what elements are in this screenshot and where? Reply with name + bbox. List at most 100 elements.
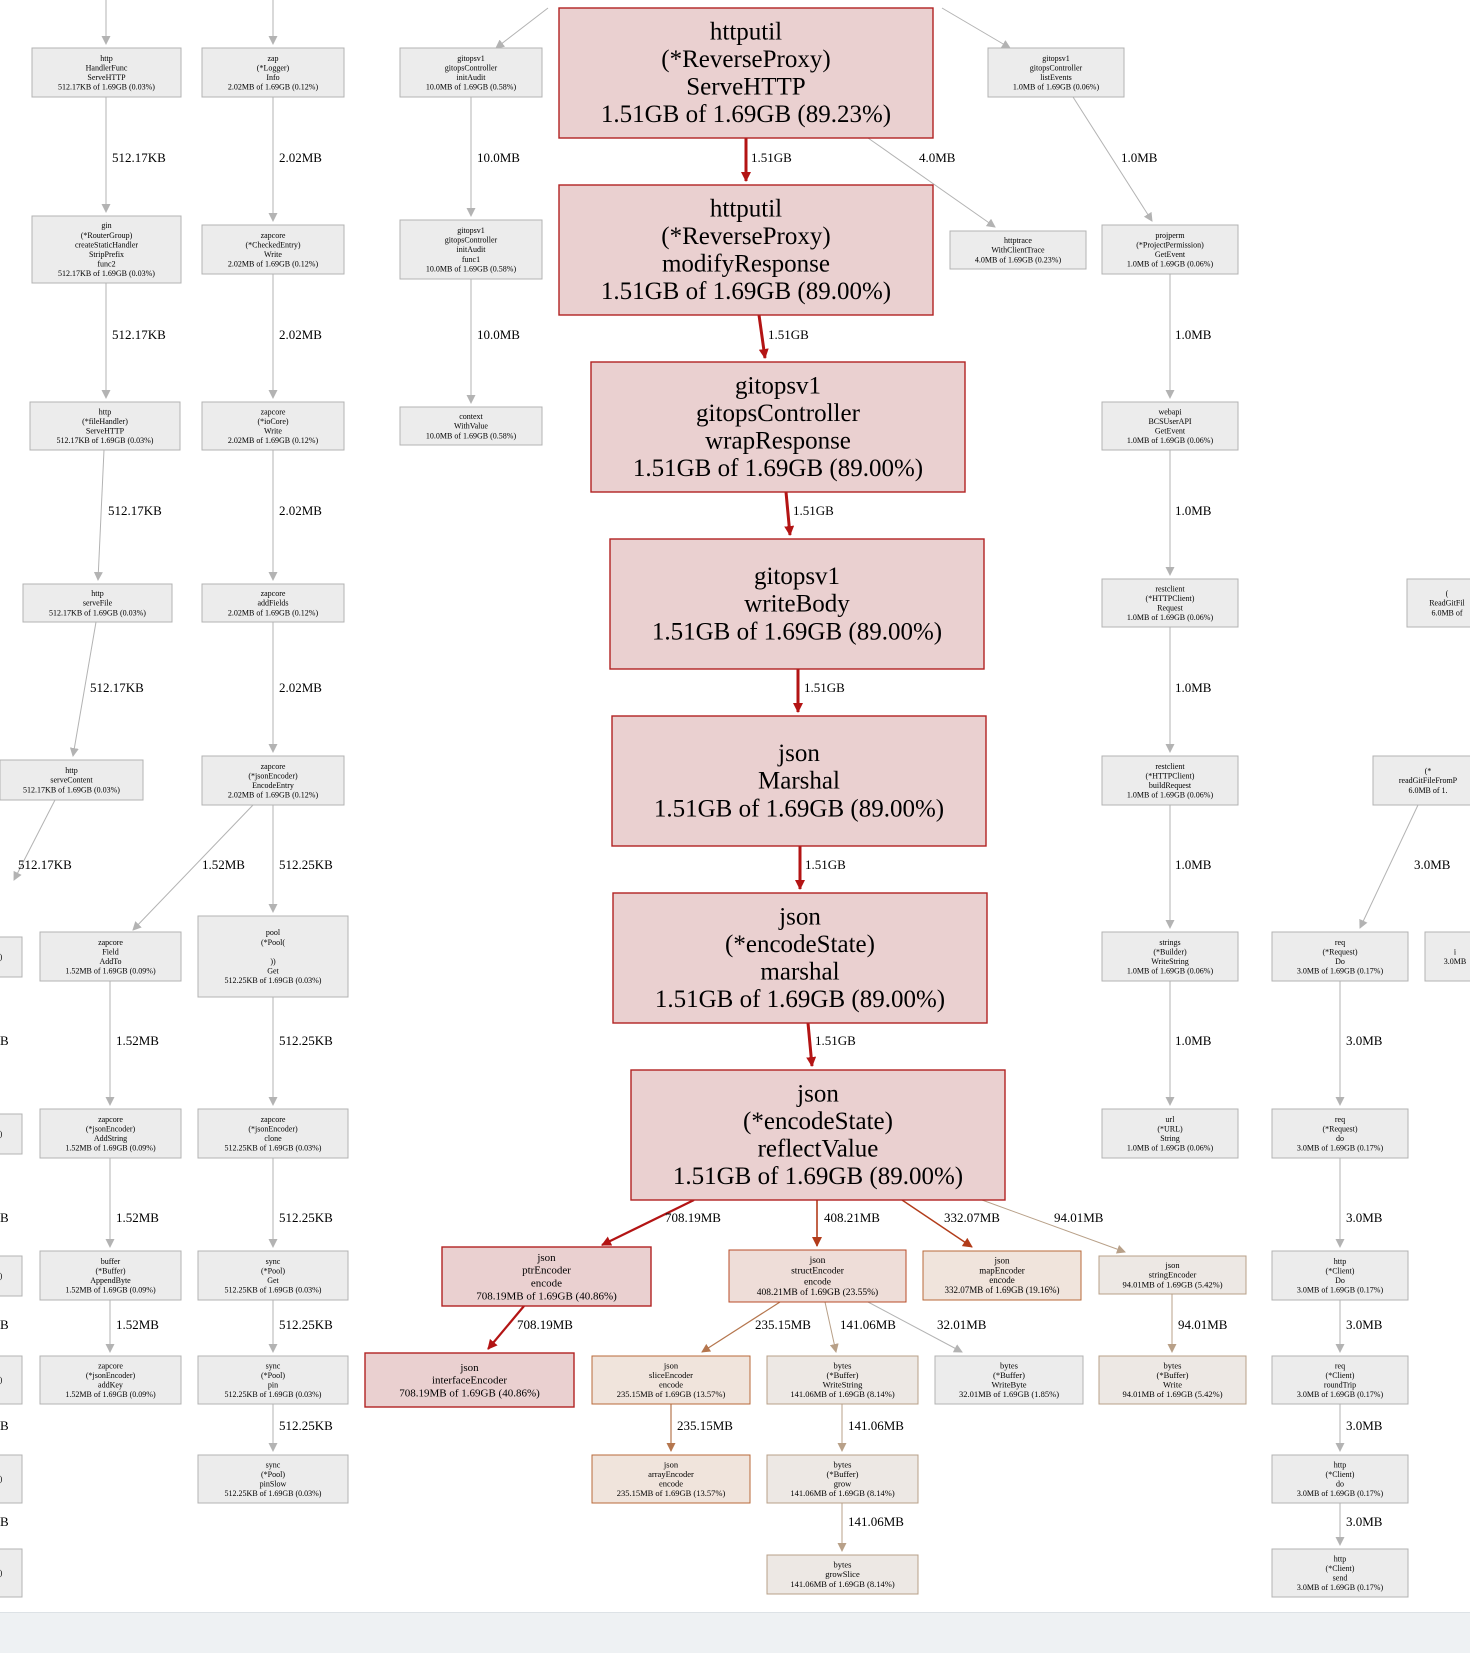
edge-label: 512.25KB: [279, 857, 333, 872]
node-label-line: buffer: [101, 1257, 121, 1266]
node-label-line: encode: [804, 1277, 831, 1287]
node-box: [590, 361, 966, 493]
node-box: [441, 1246, 652, 1307]
node-box: [1101, 1108, 1239, 1159]
node-label-line: 2.02MB of 1.69GB (0.12%): [228, 83, 319, 92]
node-label-line: 2.02MB of 1.69GB (0.12%): [228, 608, 319, 617]
node-gitopsv1-initaudit[interactable]: gitopsv1gitopsControllerinitAudit10.0MB …: [399, 47, 543, 98]
node-label-line: bytes: [834, 1459, 852, 1469]
node-label-line: (*jsonEncoder): [86, 1124, 136, 1133]
node-http-client-do-lower[interactable]: http(*Client)do3.0MB of 1.69GB (0.17%): [1271, 1454, 1409, 1504]
node-label-line: 32.01MB of 1.69GB (1.85%): [959, 1389, 1059, 1399]
node-partial-left-row2[interactable]: ): [0, 1113, 23, 1155]
edge-label: 1.51GB: [815, 1033, 856, 1048]
edge-e_r3: [901, 1199, 973, 1248]
node-label-line: (*Client): [1326, 1371, 1355, 1380]
node-label-line: modifyResponse: [662, 251, 830, 278]
node-projperm-getevent[interactable]: projperm(*ProjectPermission)GetEvent1.0M…: [1101, 224, 1239, 275]
node-partial-left-row3[interactable]: ): [0, 1255, 23, 1297]
node-label-line: httptrace: [1004, 236, 1032, 245]
edge-label: 10.0MB: [477, 327, 520, 342]
node-partial-left-row4[interactable]: ): [0, 1355, 23, 1405]
node-box: [399, 406, 543, 446]
node-req-request-do-lower[interactable]: req(*Request)do3.0MB of 1.69GB (0.17%): [1271, 1108, 1409, 1159]
node-box: [558, 184, 934, 316]
node-box: [29, 401, 181, 451]
node-gitopsv1-initaudit-func1[interactable]: gitopsv1gitopsControllerinitAuditfunc110…: [399, 219, 543, 280]
node-label-line: WithValue: [454, 422, 488, 431]
node-httputil-reverseproxy-modifyresponse[interactable]: httputil(*ReverseProxy)modifyResponse1.5…: [558, 184, 934, 316]
node-gin-routergroup-createstatichandler-func2[interactable]: gin(*RouterGroup)createStaticHandlerStri…: [31, 215, 182, 284]
node-box: [1271, 1355, 1409, 1405]
edge-label: 512.17KB: [90, 680, 144, 695]
node-label-line: 141.06MB of 1.69GB (8.14%): [790, 1488, 895, 1498]
node-partial-left-row1[interactable]: ): [0, 936, 23, 978]
node-label-line: Do: [1335, 957, 1345, 966]
node-label-line: 94.01MB of 1.69GB (5.42%): [1122, 1279, 1222, 1289]
node-req-request-do-upper[interactable]: req(*Request)Do3.0MB of 1.69GB (0.17%): [1271, 931, 1409, 982]
node-partial-left-row6[interactable]: ): [0, 1548, 23, 1598]
node-label-line: buildRequest: [1149, 781, 1192, 790]
node-gitopsv1-listevents[interactable]: gitopsv1gitopsControllerlistEvents1.0MB …: [987, 47, 1125, 98]
node-partial-left-row5[interactable]: ): [0, 1454, 23, 1504]
node-label-line: clone: [264, 1134, 282, 1143]
node-http-client-do-upper[interactable]: http(*Client)Do3.0MB of 1.69GB (0.17%): [1271, 1250, 1409, 1301]
node-label-line: 512.17KB of 1.69GB (0.03%): [23, 785, 120, 794]
node-label-line: Write: [264, 250, 282, 259]
node-label-line: req: [1335, 1115, 1345, 1124]
node-partial-req-right[interactable]: i3.0MB: [1424, 931, 1470, 982]
node-gitopsv1-wrapresponse[interactable]: gitopsv1gitopsControllerwrapResponse1.51…: [590, 361, 966, 493]
node-box: [922, 1250, 1082, 1301]
node-box: [201, 583, 345, 623]
node-label-line: HandlerFunc: [86, 63, 128, 72]
node-label-line: (*RouterGroup): [81, 231, 133, 240]
node-restclient-httpclient-buildrequest[interactable]: restclient(*HTTPClient)buildRequest1.0MB…: [1101, 755, 1239, 806]
edge-label: 512.17KB: [112, 327, 166, 342]
